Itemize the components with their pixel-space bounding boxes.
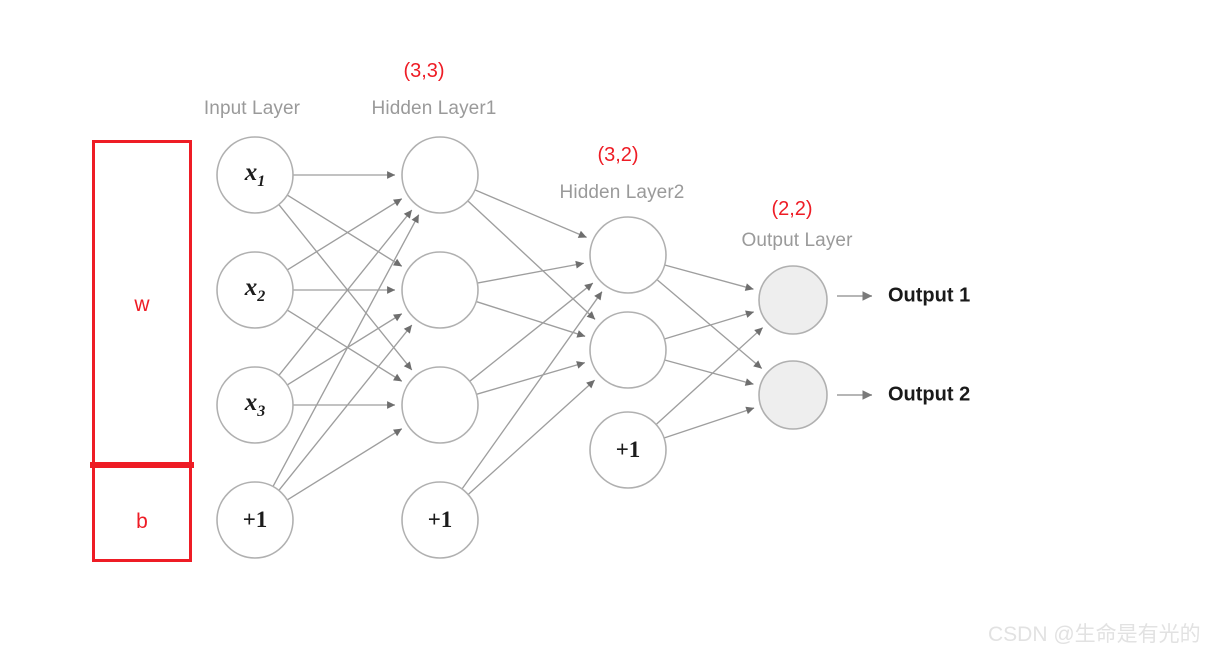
connection-edge (655, 327, 764, 425)
node-hidden2-neuron (589, 216, 667, 294)
watermark: CSDN @生命是有光的 (988, 623, 1201, 646)
node-hidden2-bias (589, 411, 667, 489)
bias-label: b (136, 509, 148, 533)
node-hidden1-neuron (401, 366, 479, 444)
node-output-output (758, 360, 828, 430)
connection-edge (475, 300, 586, 338)
output-label-1: Output 1 (888, 284, 971, 307)
layer-label-hidden2: Hidden Layer2 (559, 182, 685, 203)
connection-edge (467, 200, 596, 320)
connection-edge (286, 313, 403, 386)
shape-annotation-hidden2: (3,2) (597, 144, 639, 166)
connection-edge (664, 359, 754, 386)
bias-node-label: +1 (615, 437, 641, 462)
node-input-input (216, 366, 294, 444)
weight-bias-divider (90, 462, 194, 468)
connection-edge (461, 291, 603, 490)
connection-edge (474, 189, 587, 239)
connection-edges (272, 171, 764, 501)
node-input-input (216, 136, 294, 214)
connection-edge (286, 198, 403, 271)
node-hidden1-neuron (401, 136, 479, 214)
bias-node-label: +1 (242, 507, 268, 532)
connection-edge (656, 279, 763, 369)
connection-edge (663, 406, 755, 439)
layer-label-hidden1: Hidden Layer1 (371, 98, 497, 119)
node-input-input (216, 251, 294, 329)
node-input-bias (216, 481, 294, 559)
input-node-label: x3 (244, 389, 266, 420)
connection-edge (469, 282, 594, 382)
connection-edge (664, 310, 754, 340)
input-node-label: x1 (244, 159, 266, 190)
node-output-output (758, 265, 828, 335)
shape-annotation-hidden1: (3,3) (403, 60, 445, 82)
connection-edge (272, 214, 420, 487)
node-hidden2-neuron (589, 311, 667, 389)
node-hidden1-neuron (401, 251, 479, 329)
connection-edge (476, 361, 586, 395)
layer-label-input: Input Layer (203, 98, 301, 119)
connection-edge (286, 194, 403, 267)
input-node-label: x2 (244, 274, 266, 305)
connection-edge (286, 428, 403, 501)
output-label-2: Output 2 (888, 383, 971, 406)
bias-node-label: +1 (427, 507, 453, 532)
connection-edge (278, 209, 413, 376)
connection-edge (664, 264, 754, 291)
weight-label: w (134, 292, 150, 316)
weight-bias-box (92, 140, 192, 562)
connection-edge (467, 379, 596, 496)
network-nodes (216, 136, 828, 559)
shape-annotation-output: (2,2) (771, 198, 813, 220)
output-arrows (837, 291, 873, 400)
node-hidden1-bias (401, 481, 479, 559)
connection-edge (286, 309, 403, 382)
connection-edge (477, 260, 584, 284)
layer-label-output: Output Layer (741, 230, 853, 251)
connection-edge (278, 324, 413, 491)
connection-edge (278, 204, 413, 371)
